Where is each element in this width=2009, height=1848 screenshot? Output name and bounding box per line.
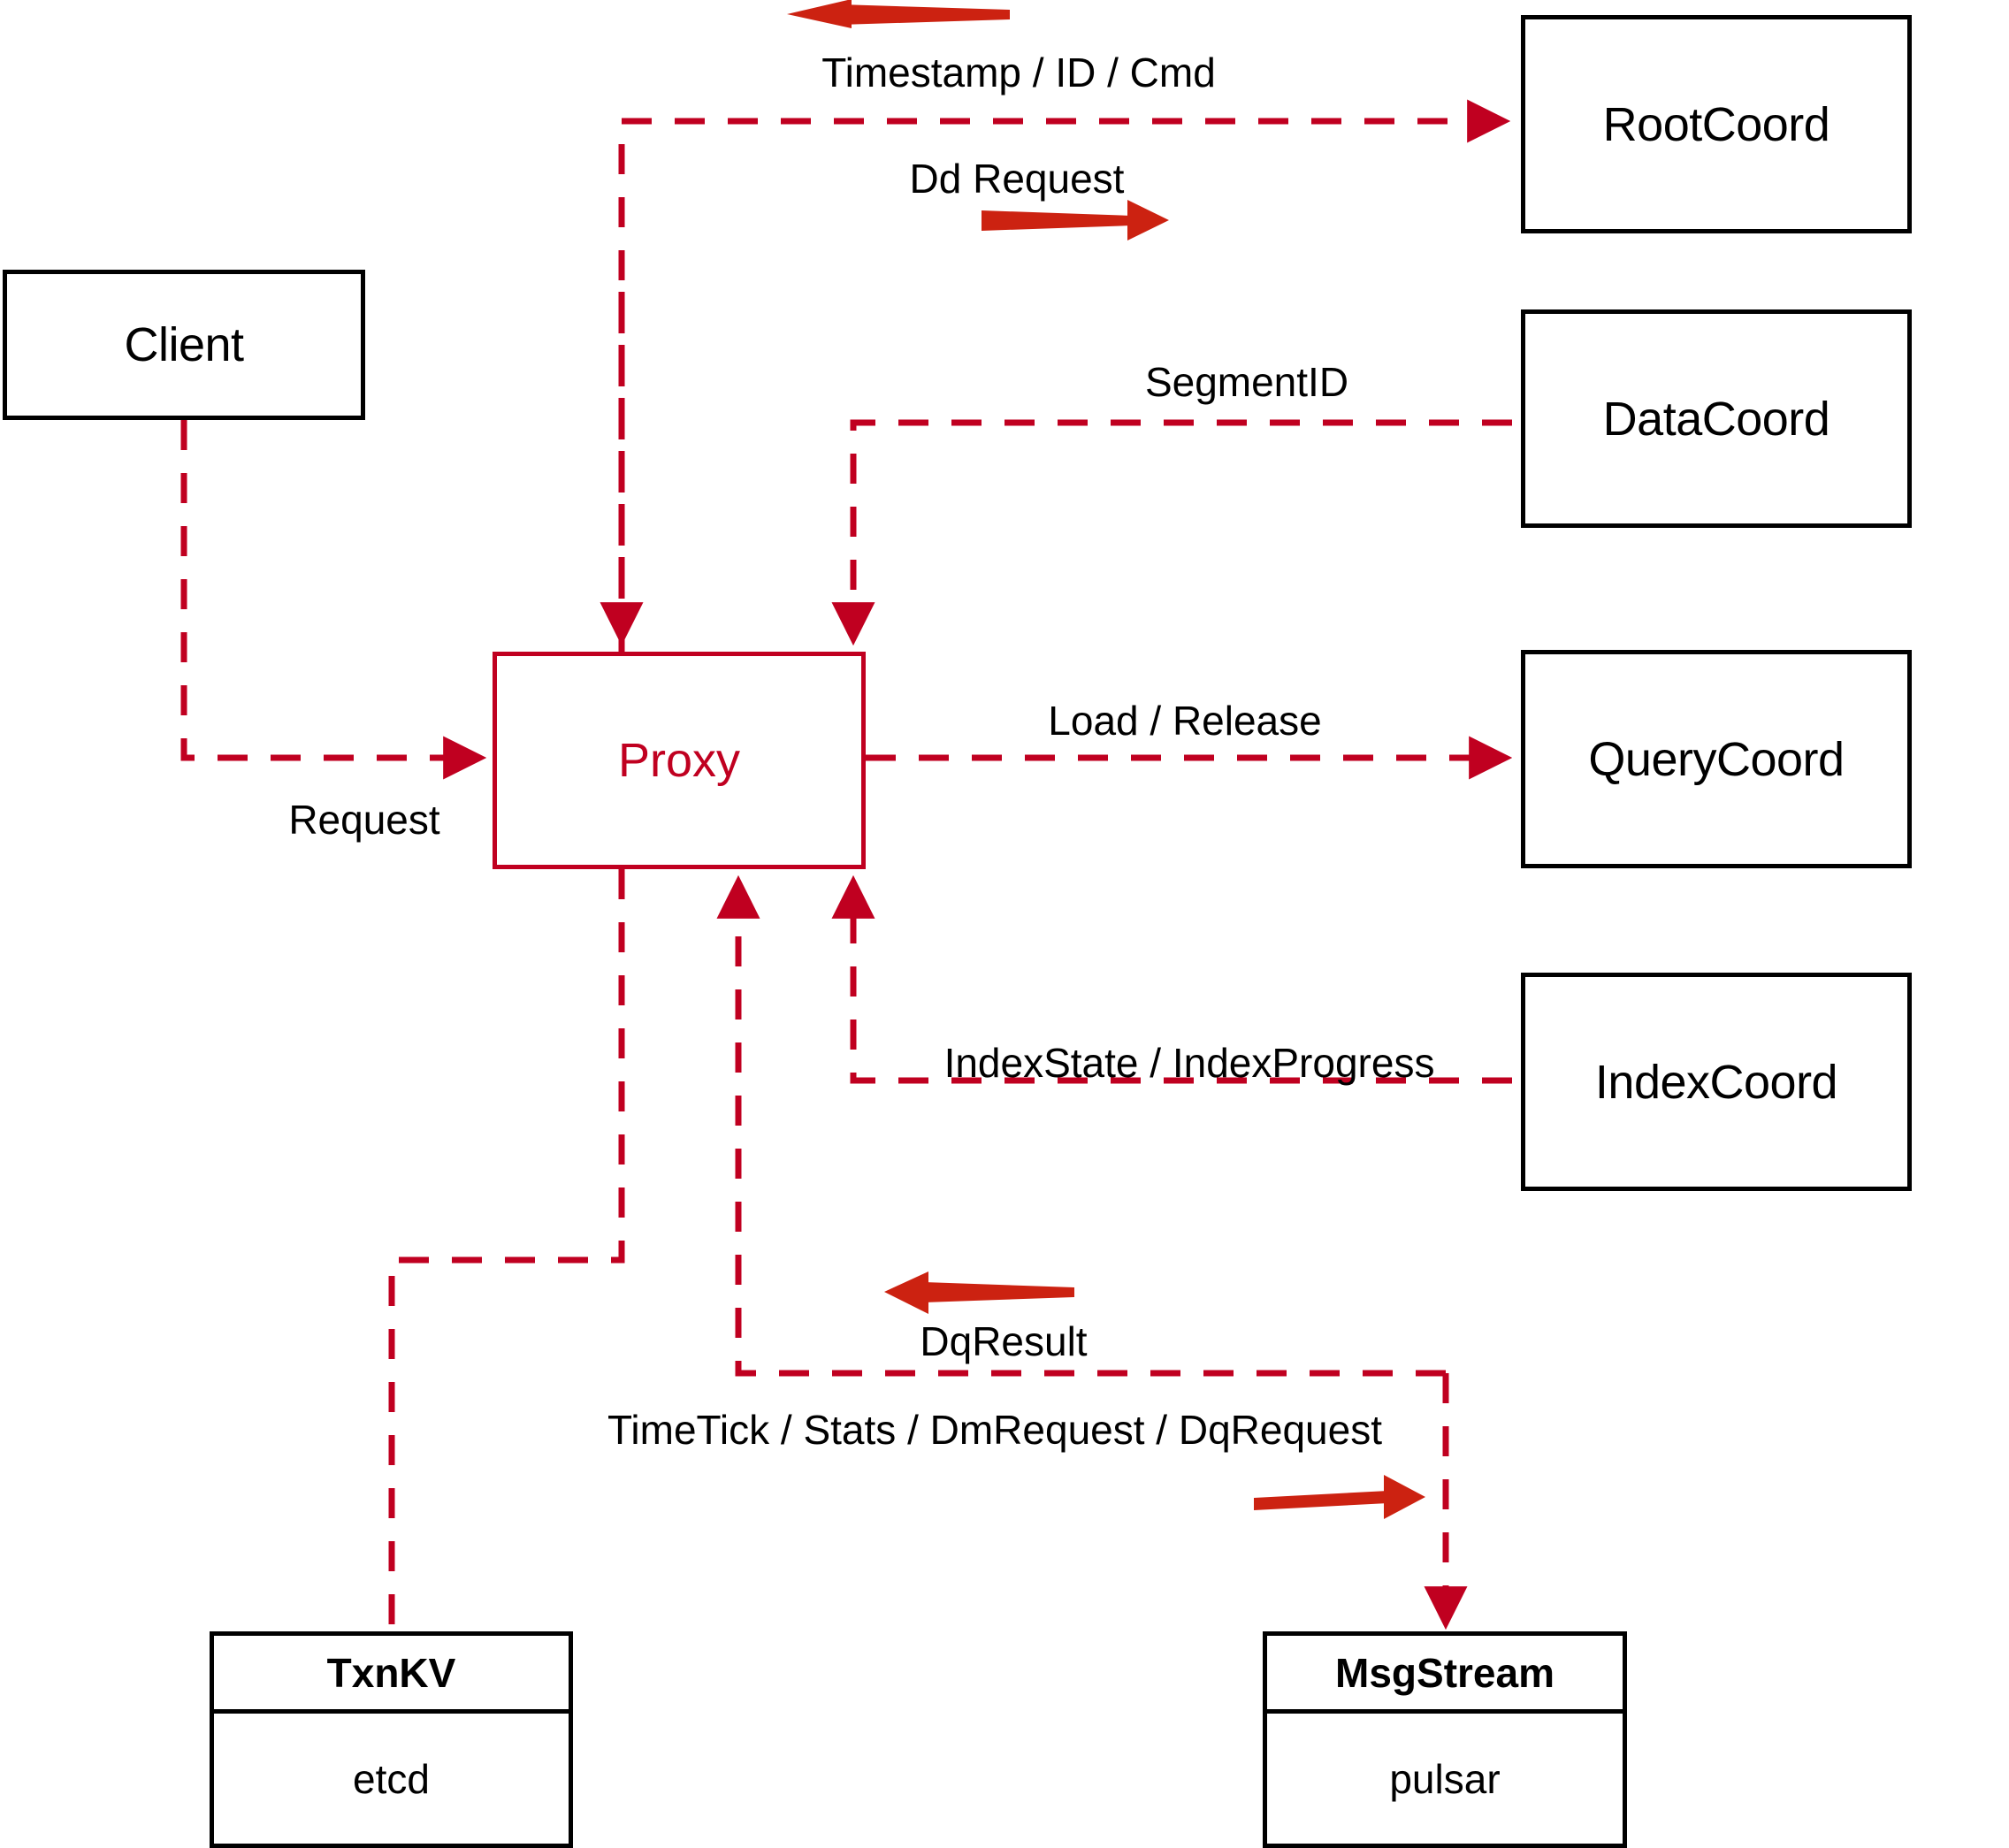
node-rootcoord-label: RootCoord	[1602, 97, 1830, 151]
edge-label-request: Request	[288, 797, 440, 843]
edge-path-segment-id	[831, 419, 1512, 646]
edge-label-timestamp-id-cmd: Timestamp / ID / Cmd	[821, 50, 1216, 95]
direction-arrow-msg-request	[1254, 1475, 1425, 1519]
node-proxy[interactable]: Proxy	[493, 652, 866, 869]
node-querycoord[interactable]: QueryCoord	[1521, 650, 1912, 868]
edge-path-txnkv-link	[388, 869, 625, 1631]
node-proxy-label: Proxy	[617, 734, 741, 787]
direction-arrow-timestamp-id-cmd	[787, 0, 1010, 28]
edge-path-dq-result	[716, 874, 1446, 1377]
node-indexcoord-label: IndexCoord	[1594, 1055, 1838, 1109]
edge-path-request	[180, 420, 487, 780]
node-client[interactable]: Client	[3, 270, 365, 420]
node-rootcoord[interactable]: RootCoord	[1521, 15, 1912, 233]
node-txnkv[interactable]: TxnKV etcd	[210, 1631, 573, 1848]
node-indexcoord[interactable]: IndexCoord	[1521, 973, 1912, 1191]
node-datacoord[interactable]: DataCoord	[1521, 309, 1912, 528]
edge-label-load-release: Load / Release	[1048, 698, 1322, 744]
edge-label-dd-request: Dd Request	[909, 156, 1125, 202]
node-txnkv-title: TxnKV	[214, 1636, 569, 1714]
edge-label-index-state: IndexState / IndexProgress	[943, 1040, 1435, 1086]
node-querycoord-label: QueryCoord	[1588, 732, 1845, 786]
node-txnkv-body: etcd	[353, 1755, 430, 1802]
node-client-label: Client	[124, 318, 244, 371]
edge-label-segment-id: SegmentID	[1144, 359, 1349, 405]
direction-arrow-dq-result	[884, 1271, 1074, 1314]
edge-label-dq-result: DqResult	[920, 1318, 1088, 1364]
node-msgstream-title: MsgStream	[1267, 1636, 1623, 1714]
node-msgstream-body: pulsar	[1389, 1755, 1501, 1802]
node-msgstream[interactable]: MsgStream pulsar	[1263, 1631, 1627, 1848]
edge-path-index-state	[831, 874, 1512, 1084]
node-datacoord-label: DataCoord	[1602, 392, 1830, 446]
direction-arrow-dd-request	[982, 200, 1169, 241]
edge-label-msg-request: TimeTick / Stats / DmRequest / DqRequest	[607, 1407, 1382, 1453]
